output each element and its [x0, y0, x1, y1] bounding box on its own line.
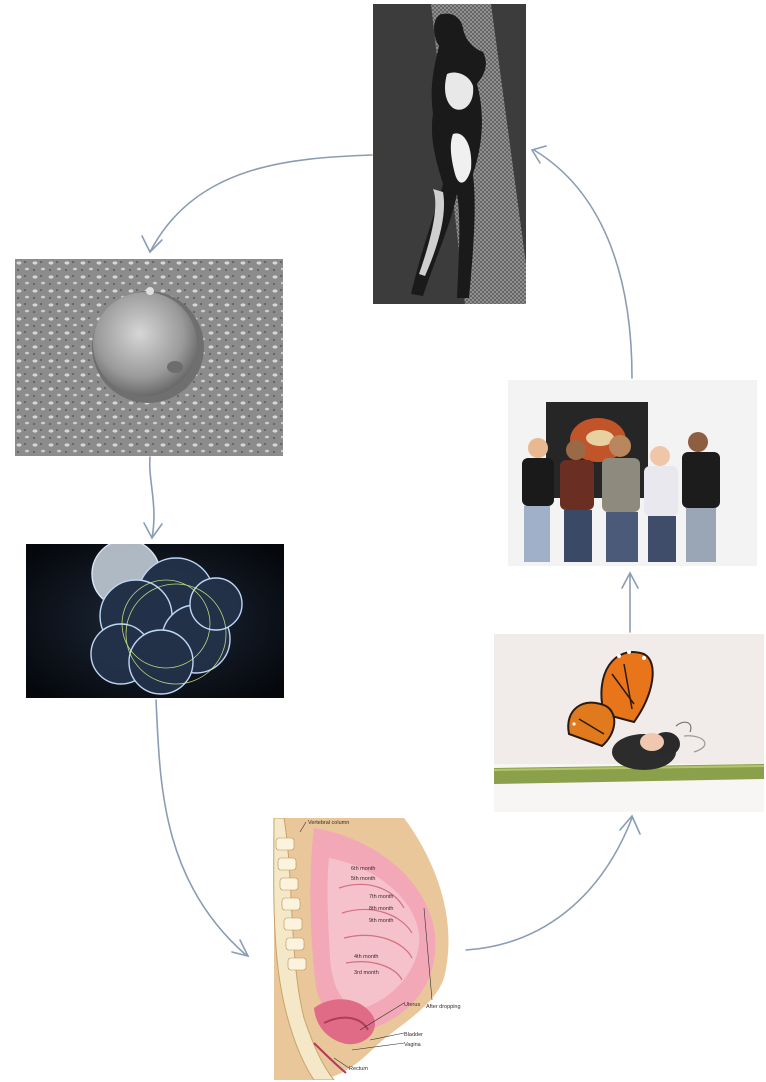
stage-egg-cell-image: [15, 259, 283, 456]
stage-baby-butterfly-image: [494, 634, 764, 812]
label-week-6: 4th month: [354, 954, 378, 960]
stage-adult-figure-image: [373, 4, 526, 304]
arrow-embryo-to-pregnancy: [156, 700, 246, 955]
arrow-adult-to-egg: [150, 155, 372, 252]
label-week-5: 9th month: [369, 918, 393, 924]
label-rectum: Rectum: [349, 1066, 368, 1072]
label-week-4: 8th month: [369, 906, 393, 912]
arrow-pregnancy-to-butterfly: [466, 818, 632, 950]
label-week-1: 6th month: [351, 866, 375, 872]
label-week-7: 3rd month: [354, 970, 379, 976]
label-week-3: 7th month: [369, 894, 393, 900]
arrow-group-to-adult: [534, 150, 632, 378]
stage-group-photo-image: [508, 380, 757, 566]
label-after-dropping: After dropping: [426, 1004, 461, 1010]
label-week-2: 5th month: [351, 876, 375, 882]
label-vertebral-column: Vertebral column: [308, 820, 349, 826]
stage-pregnancy-anatomy-image: Vertebral column 6th month 5th month 7th…: [254, 818, 464, 1080]
label-vagina: Vagina: [404, 1042, 422, 1048]
arrowhead-group-to-adult: [532, 146, 546, 163]
label-uterus: Uterus: [404, 1002, 420, 1008]
arrowhead-adult-to-egg: [142, 236, 162, 252]
label-bladder: Bladder: [404, 1032, 423, 1038]
arrow-egg-to-embryo: [150, 457, 154, 538]
stage-embryo-cells-image: [26, 544, 284, 698]
